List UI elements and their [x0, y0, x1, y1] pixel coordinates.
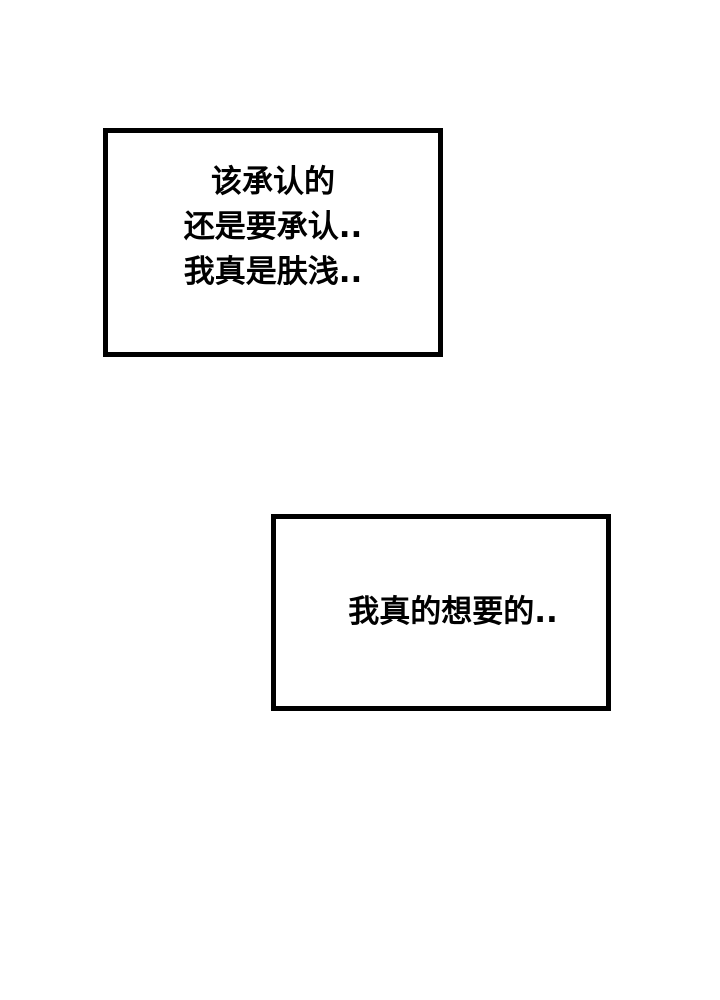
caption-text-lower: 我真的想要的..: [348, 590, 558, 635]
caption-text-upper: 该承认的 还是要承认.. 我真是肤浅..: [184, 160, 363, 295]
caption-line: 该承认的: [211, 164, 335, 200]
caption-line: 我真的想要的..: [348, 594, 558, 630]
caption-line: 我真是肤浅..: [183, 254, 363, 290]
caption-box-lower: 我真的想要的..: [271, 514, 611, 711]
caption-box-upper: 该承认的 还是要承认.. 我真是肤浅..: [103, 128, 443, 357]
caption-line: 还是要承认..: [183, 209, 363, 245]
